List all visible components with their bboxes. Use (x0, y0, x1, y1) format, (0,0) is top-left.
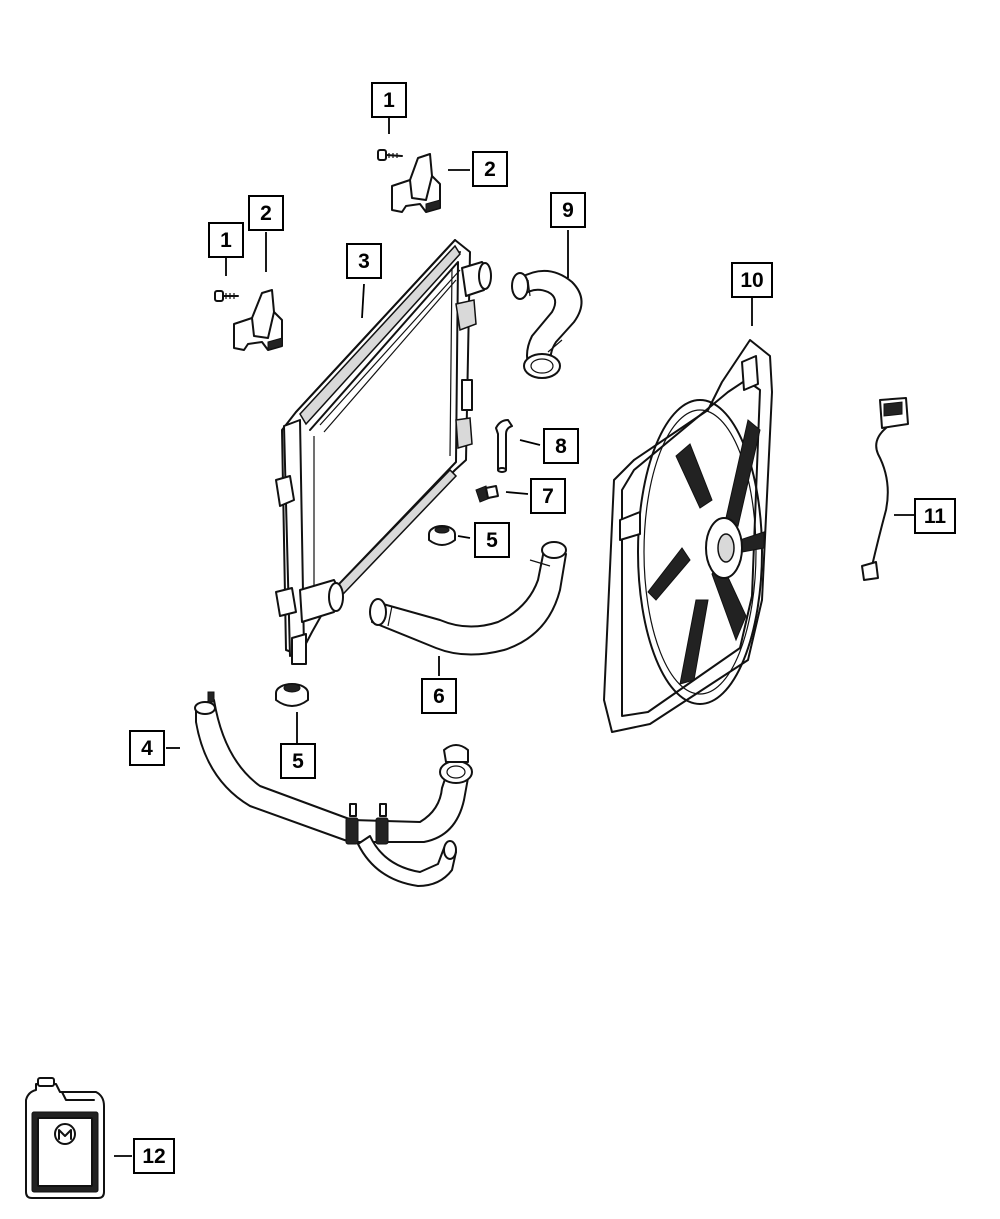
upper-hose-drawing (511, 270, 583, 379)
bracket-left (233, 289, 283, 351)
coolant-jug-drawing (25, 1077, 105, 1199)
callout-7: 7 (530, 478, 566, 514)
isolator-lower (275, 683, 309, 707)
callout-6: 6 (421, 678, 457, 714)
callout-11: 11 (914, 498, 956, 534)
isolator-upper (428, 525, 456, 546)
callout-5-upper: 5 (474, 522, 510, 558)
callout-8: 8 (543, 428, 579, 464)
hose-assembly-drawing (194, 691, 473, 887)
drain-plug-drawing (475, 485, 499, 503)
callout-2-left: 2 (248, 195, 284, 231)
fan-assembly-drawing (603, 339, 773, 733)
bracket-top (391, 153, 441, 213)
callout-3: 3 (346, 243, 382, 279)
radiator-drawing (275, 239, 492, 665)
callout-10: 10 (731, 262, 773, 298)
bolt-top (377, 149, 403, 161)
callout-1-top: 1 (371, 82, 407, 118)
wiring-drawing (861, 397, 909, 581)
callout-2-top: 2 (472, 151, 508, 187)
callout-12: 12 (133, 1138, 175, 1174)
small-hose-drawing (495, 419, 513, 473)
bolt-left (214, 290, 239, 302)
callout-5-lower: 5 (280, 743, 316, 779)
callout-9: 9 (550, 192, 586, 228)
leader-lines (114, 118, 914, 1157)
callout-4: 4 (129, 730, 165, 766)
callout-1-left: 1 (208, 222, 244, 258)
lower-hose-drawing (369, 541, 567, 656)
